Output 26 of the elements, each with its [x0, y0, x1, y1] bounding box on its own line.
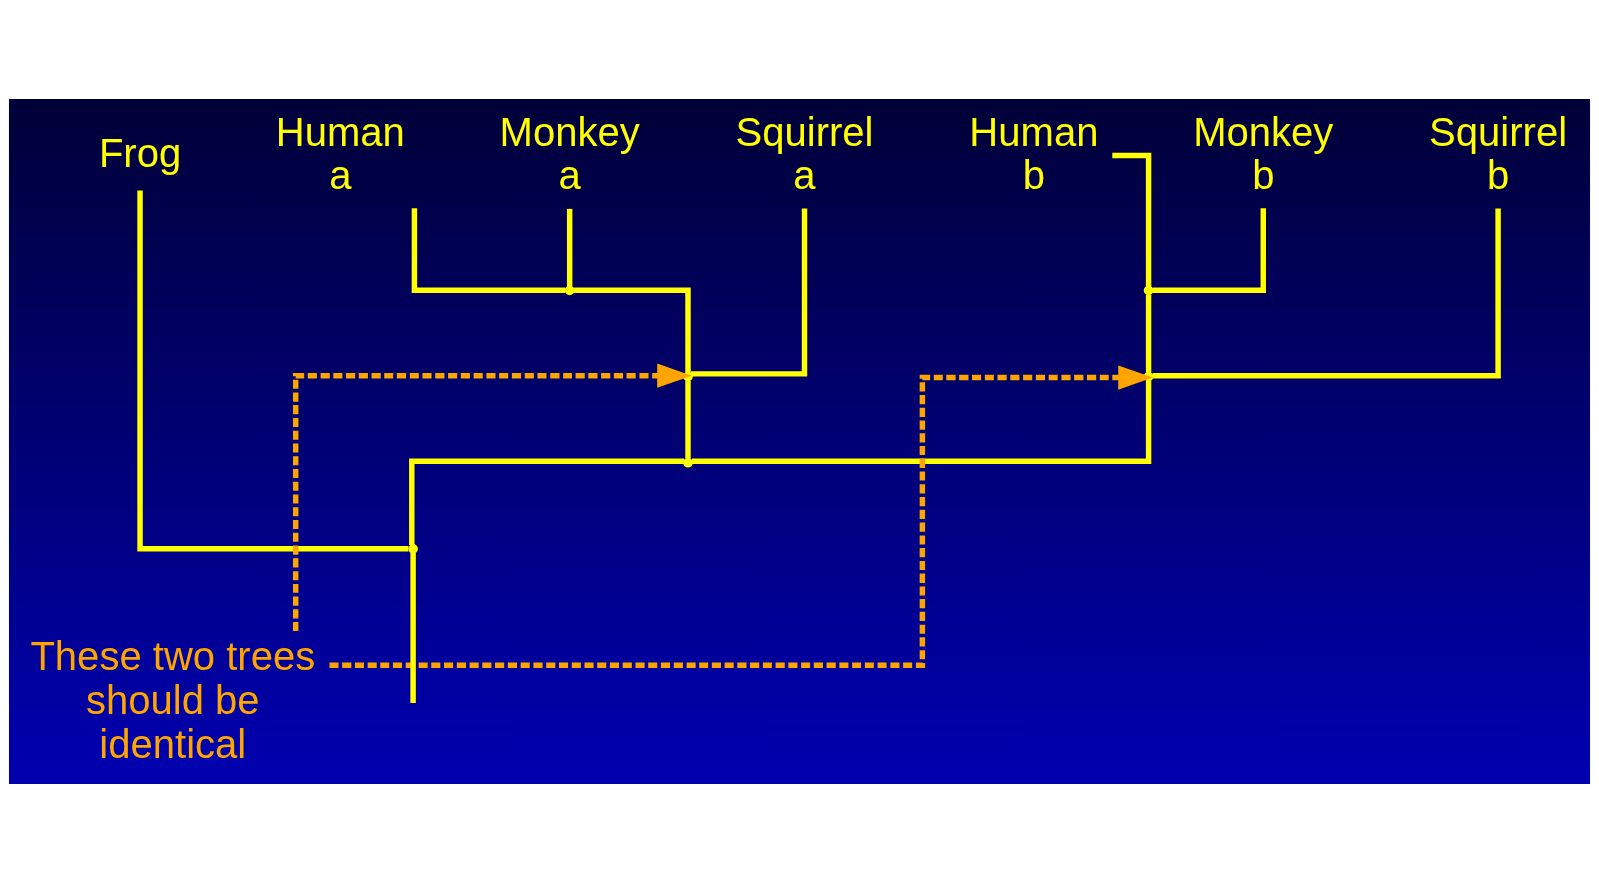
- node-point: [1143, 285, 1154, 295]
- node-text: These two trees should be identical: [30, 633, 316, 766]
- connector: [685, 380, 691, 459]
- node-text: Human a: [275, 109, 405, 197]
- connector: [566, 208, 573, 286]
- connector: [1112, 152, 1152, 286]
- node-text: Monkey a: [499, 109, 640, 197]
- connector: [690, 208, 808, 377]
- node-point: [564, 285, 575, 295]
- node-point: [683, 457, 693, 468]
- connector: [1152, 207, 1266, 293]
- node-text: Squirrel a: [735, 109, 874, 197]
- connector: [692, 380, 1152, 464]
- connector: [411, 207, 566, 293]
- node-text: Frog: [98, 130, 182, 175]
- connector: [1152, 207, 1501, 378]
- connector: [1145, 294, 1152, 372]
- node-point: [408, 543, 418, 554]
- connector: [410, 552, 416, 703]
- node-text: Squirrel b: [1429, 109, 1568, 197]
- node-text: Human b: [969, 109, 1099, 197]
- node-point: [1143, 371, 1154, 381]
- node-text: Monkey b: [1193, 109, 1334, 197]
- connector: [573, 286, 691, 372]
- connector: [409, 458, 685, 545]
- connector: [137, 190, 409, 551]
